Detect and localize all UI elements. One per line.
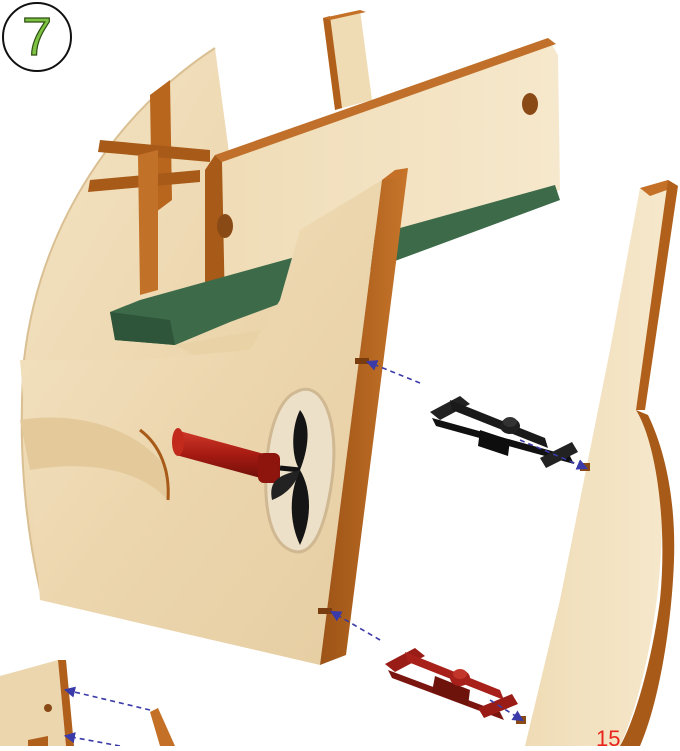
step-number: 7	[2, 2, 72, 72]
red-clip-bracket	[385, 648, 518, 720]
assembly-arrow-icon	[66, 690, 150, 710]
assembly-arrow-icon	[66, 736, 120, 746]
lower-left-panel	[0, 660, 175, 746]
upright-post	[323, 10, 372, 110]
beam-hole-right	[522, 93, 538, 115]
part-number-label: 15	[596, 728, 620, 750]
slot-upper	[355, 358, 369, 364]
side-panel-15	[516, 180, 678, 746]
beam-hole-left	[217, 214, 233, 238]
black-clip-bracket	[430, 396, 578, 468]
slot-lower	[318, 608, 332, 614]
side-slot-upper	[580, 463, 590, 471]
